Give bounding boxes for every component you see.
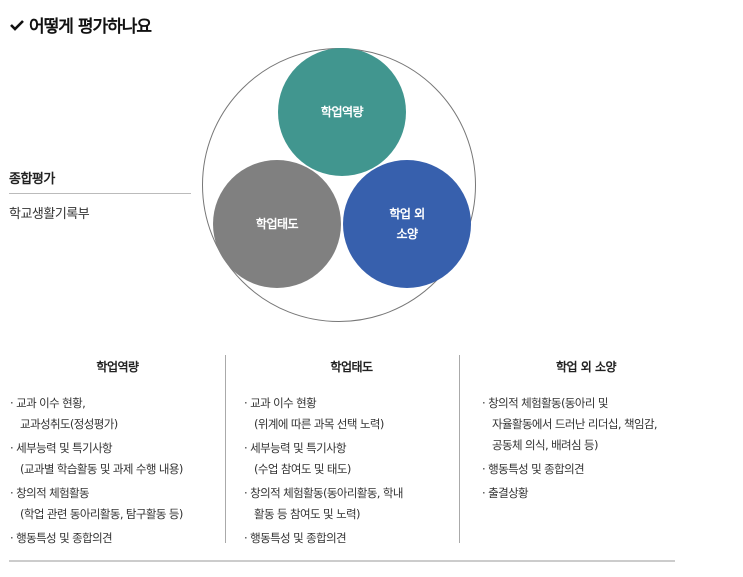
circle-non-academic: 학업 외 소양	[343, 160, 471, 288]
circle-academic-competence: 학업역량	[278, 48, 406, 176]
section-title-text: 어떻게 평가하나요	[29, 17, 152, 37]
column-academic-competence: 학업역량 · 교과 이수 현황, 교과성취도(정성평가) · 세부능력 및 특기…	[0, 355, 226, 545]
school-record-label: 학교생활기록부	[9, 207, 90, 222]
criteria-columns: 학업역량 · 교과 이수 현황, 교과성취도(정성평가) · 세부능력 및 특기…	[0, 355, 743, 545]
section-title: 어떻게 평가하나요	[10, 12, 152, 37]
list-item: · 교과 이수 현황, 교과성취도(정성평가)	[10, 396, 118, 431]
column-academic-attitude: 학업태도 · 교과 이수 현황 (위계에 따른 과목 선택 노력) · 세부능력…	[226, 355, 460, 545]
list-item: · 교과 이수 현황 (위계에 따른 과목 선택 노력)	[244, 396, 384, 431]
bottom-divider	[9, 560, 675, 562]
list-item: · 세부능력 및 특기사항 (교과별 학습활동 및 과제 수행 내용)	[10, 441, 183, 476]
list-item: · 출결상황	[482, 486, 529, 500]
column-title: 학업태도	[330, 360, 373, 374]
list-item: · 행동특성 및 종합의견	[244, 531, 347, 545]
circle-academic-attitude: 학업태도	[213, 160, 341, 288]
column-non-academic: 학업 외 소양 · 창의적 체험활동(동아리 및 자율활동에서 드러난 리더십,…	[460, 355, 690, 543]
check-icon	[10, 19, 24, 31]
comprehensive-eval-label: 종합평가	[9, 172, 55, 187]
list-item: · 창의적 체험활동(동아리 및 자율활동에서 드러난 리더십, 책임감, 공동…	[482, 396, 658, 452]
list-item: · 세부능력 및 특기사항 (수업 참여도 및 태도)	[244, 441, 351, 476]
list-item: · 창의적 체험활동(동아리활동, 학내 활동 등 참여도 및 노력)	[244, 486, 403, 521]
divider	[9, 193, 191, 194]
list-item: · 행동특성 및 종합의견	[10, 531, 113, 545]
list-item: · 행동특성 및 종합의견	[482, 462, 585, 476]
column-title: 학업 외 소양	[555, 360, 617, 374]
list-item: · 창의적 체험활동 (학업 관련 동아리활동, 탐구활동 등)	[10, 486, 183, 521]
column-title: 학업역량	[96, 360, 139, 374]
